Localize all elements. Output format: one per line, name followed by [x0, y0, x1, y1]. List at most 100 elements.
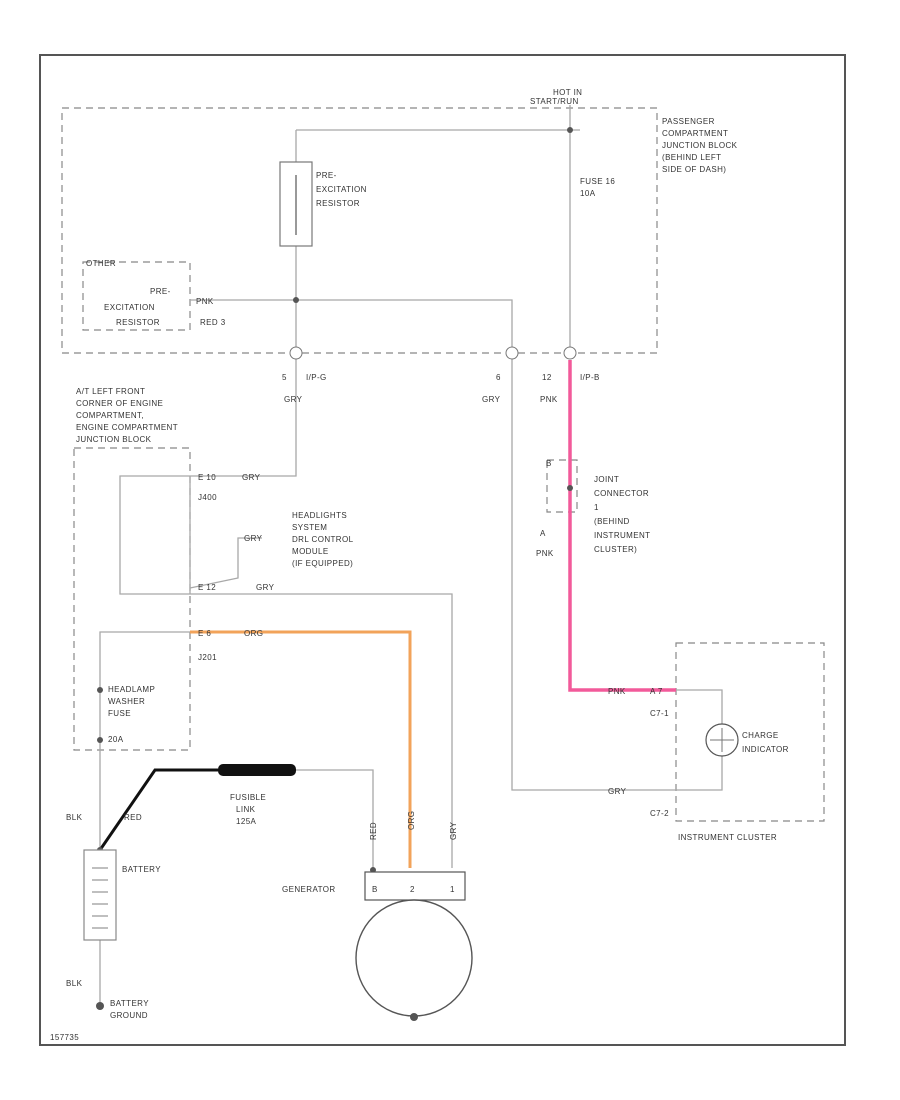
jc-pin-top: B [546, 459, 552, 468]
junction-dot [567, 127, 573, 133]
cluster-conn-2: C7-2 [650, 809, 669, 818]
charge-indicator-l1: CHARGE [742, 731, 779, 740]
diagram-id: 157735 [50, 1033, 79, 1042]
joint-conn-l4: (BEHIND [594, 517, 630, 526]
fusible-link [218, 764, 296, 776]
wire-org [190, 630, 412, 868]
conn-right-id: I/P-B [580, 373, 600, 382]
c1-wire: GRY [242, 473, 261, 482]
engine-jb-l1: A/T LEFT FRONT [76, 387, 145, 396]
hot-in-start-l2: START/RUN [530, 97, 579, 106]
pre-excitation-l3: RESISTOR [316, 199, 360, 208]
conn-mid-pin: 6 [496, 373, 501, 382]
lamp-filament [710, 728, 734, 752]
wire-gry-cluster [511, 358, 676, 791]
joint-conn-l2: CONNECTOR [594, 489, 649, 498]
conn-left-pin: 5 [282, 373, 287, 382]
conn-left-wire: GRY [284, 395, 303, 404]
hdlp-module-l2: SYSTEM [292, 523, 327, 532]
wire-pnk [568, 360, 676, 692]
hdlp-module-l1: HEADLIGHTS [292, 511, 347, 520]
pre-excitation-l2: EXCITATION [316, 185, 367, 194]
fuse16-l1: FUSE 16 [580, 177, 615, 186]
wire-drl-module [189, 537, 262, 589]
red-3-label: RED 3 [200, 318, 226, 327]
wire-gry-e10 [119, 358, 297, 595]
wire-gry-gen-1 [190, 593, 453, 868]
fusible-link-l3: 125A [236, 817, 257, 826]
gen-wire-1: GRY [449, 821, 458, 840]
pre-exc-2-l2: EXCITATION [104, 303, 155, 312]
wire-fusible-gen [296, 769, 374, 868]
fusible-link-l2: LINK [236, 805, 256, 814]
gen-pin-2: 2 [410, 885, 415, 894]
red-wire-label: RED [124, 813, 142, 822]
wire-blk-red [98, 768, 218, 851]
passenger-jb-l3: JUNCTION BLOCK [662, 141, 738, 150]
hdlp-module-l5: (IF EQUIPPED) [292, 559, 353, 568]
passenger-jb-l1: PASSENGER [662, 117, 715, 126]
fusible-link-l1: FUSIBLE [230, 793, 266, 802]
engine-jb-l2: CORNER OF ENGINE [76, 399, 163, 408]
cluster-wire-2: GRY [608, 787, 627, 796]
c3-wire-2: ORG [407, 811, 416, 830]
battery-body [83, 849, 117, 941]
j201-label: J201 [198, 653, 217, 662]
gen-wire-b: RED [369, 822, 378, 840]
engine-junction-block-box [73, 447, 191, 751]
conn-right-wire: PNK [540, 395, 558, 404]
connector-ip-b [563, 346, 577, 360]
hdlp-module-l3: DRL CONTROL [292, 535, 354, 544]
jc-wire-bottom: PNK [536, 549, 554, 558]
junction-dot [293, 297, 299, 303]
j400-label: J400 [198, 493, 217, 502]
hdlp-module-l4: MODULE [292, 547, 329, 556]
battery-ground-l1: BATTERY [110, 999, 149, 1008]
pre-exc-2-l1: PRE- [150, 287, 171, 296]
hdlp-fuse-l1: HEADLAMP [108, 685, 155, 694]
engine-jb-l4: ENGINE COMPARTMENT [76, 423, 178, 432]
wire-resistor-2 [190, 299, 513, 350]
gen-pin-b: B [372, 885, 378, 894]
pre-excitation-l1: PRE- [316, 171, 337, 180]
blk-bottom-label: BLK [66, 979, 83, 988]
passenger-jb-l2: COMPARTMENT [662, 129, 728, 138]
junction-dot [97, 737, 103, 743]
c2-wire: GRY [256, 583, 275, 592]
hot-in-start-l1: HOT IN [553, 88, 582, 97]
jc-pin-bottom: A [540, 529, 546, 538]
pre-excitation-resistor-box [82, 261, 191, 331]
gry-label-2: GRY [244, 534, 263, 543]
wire-ptr-label: PNK [196, 297, 214, 306]
conn-mid-wire: GRY [482, 395, 501, 404]
c3-pin: E 6 [198, 629, 211, 638]
blk-top-label: BLK [66, 813, 83, 822]
passenger-jb-l4: (BEHIND LEFT [662, 153, 721, 162]
charge-indicator-l2: INDICATOR [742, 745, 789, 754]
conn-left-id: I/P-G [306, 373, 327, 382]
joint-conn-l6: CLUSTER) [594, 545, 637, 554]
engine-jb-l5: JUNCTION BLOCK [76, 435, 152, 444]
cluster-wire-in: PNK [608, 687, 626, 696]
conn-right-pin: 12 [542, 373, 552, 382]
joint-conn-l3: 1 [594, 503, 599, 512]
connector-ip-g [289, 346, 303, 360]
joint-conn-l1: JOINT [594, 475, 619, 484]
battery-cells [92, 867, 108, 929]
c2-pin: E 12 [198, 583, 216, 592]
pre-exc-2-l3: RESISTOR [116, 318, 160, 327]
passenger-jb-l5: SIDE OF DASH) [662, 165, 726, 174]
cluster-conn-1: C7-1 [650, 709, 669, 718]
joint-connector-box [546, 459, 578, 513]
joint-conn-l5: INSTRUMENT [594, 531, 650, 540]
hdlp-fuse-l2: WASHER [108, 697, 145, 706]
junction-dot [97, 687, 103, 693]
battery-label: BATTERY [122, 865, 161, 874]
passenger-junction-block-box [61, 107, 658, 354]
other-label: OTHER [86, 259, 116, 268]
engine-jb-l3: COMPARTMENT, [76, 411, 144, 420]
generator-body [355, 899, 473, 1017]
c3-wire: ORG [244, 629, 263, 638]
generator-ground-dot [410, 1013, 418, 1021]
